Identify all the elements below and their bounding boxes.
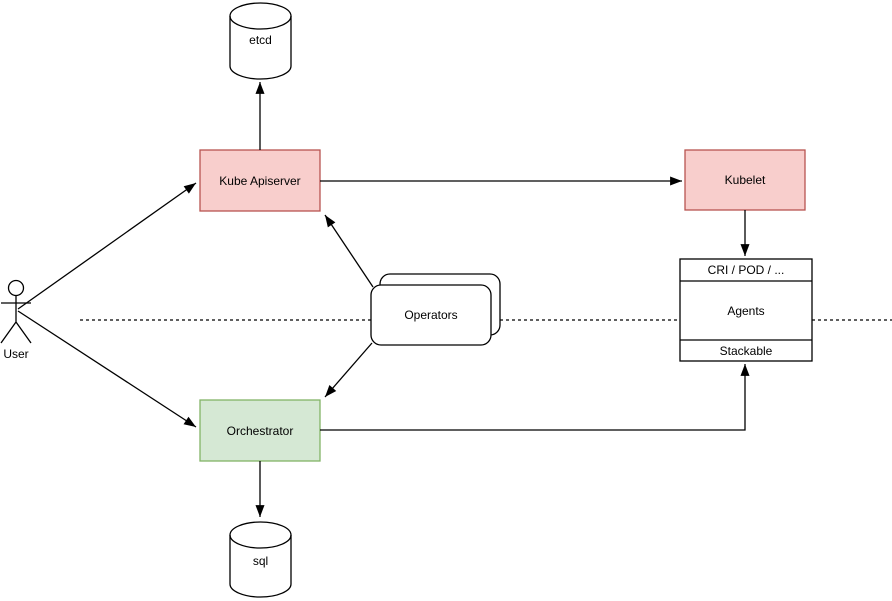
node-kubelet: Kubelet — [684, 149, 806, 211]
edge-operators-to-orchestrator — [324, 342, 373, 398]
node-etcd: etcd — [229, 2, 292, 80]
edge-operators-to-kube-apiserver — [324, 214, 374, 288]
edge-orchestrator-to-stackable — [320, 364, 750, 431]
node-orchestrator: Orchestrator — [199, 399, 321, 462]
node-agents: CRI / POD / ... Agents Stackable — [679, 258, 813, 362]
agents-label: Agents — [727, 304, 764, 318]
edge-user-to-kube-apiserver — [17, 182, 197, 310]
user-actor-head — [7, 279, 25, 297]
kube-apiserver-label: Kube Apiserver — [219, 174, 300, 188]
agents-footer-label: Stackable — [720, 344, 773, 358]
user-actor-icon — [0, 295, 32, 344]
node-kube-apiserver: Kube Apiserver — [199, 149, 321, 212]
sql-cylinder-rim — [229, 534, 292, 549]
kubelet-label: Kubelet — [725, 173, 766, 187]
agents-header-label: CRI / POD / ... — [708, 263, 785, 277]
node-sql: sql — [229, 521, 292, 598]
actor-user: User — [0, 279, 32, 361]
etcd-label: etcd — [249, 33, 272, 47]
sql-cylinder-icon — [229, 521, 292, 598]
agents-box — [679, 258, 813, 362]
orchestrator-label: Orchestrator — [227, 424, 294, 438]
edges — [17, 82, 750, 517]
operators-front-card — [370, 284, 492, 346]
sql-label: sql — [253, 554, 268, 568]
etcd-cylinder-icon — [229, 2, 292, 80]
operators-label: Operators — [404, 308, 457, 322]
user-label: User — [3, 347, 28, 361]
orchestrator-box — [199, 399, 321, 462]
kubelet-box — [684, 149, 806, 211]
edge-user-to-orchestrator — [17, 310, 197, 428]
node-operators: Operators — [370, 273, 501, 346]
etcd-cylinder-rim — [229, 15, 292, 30]
